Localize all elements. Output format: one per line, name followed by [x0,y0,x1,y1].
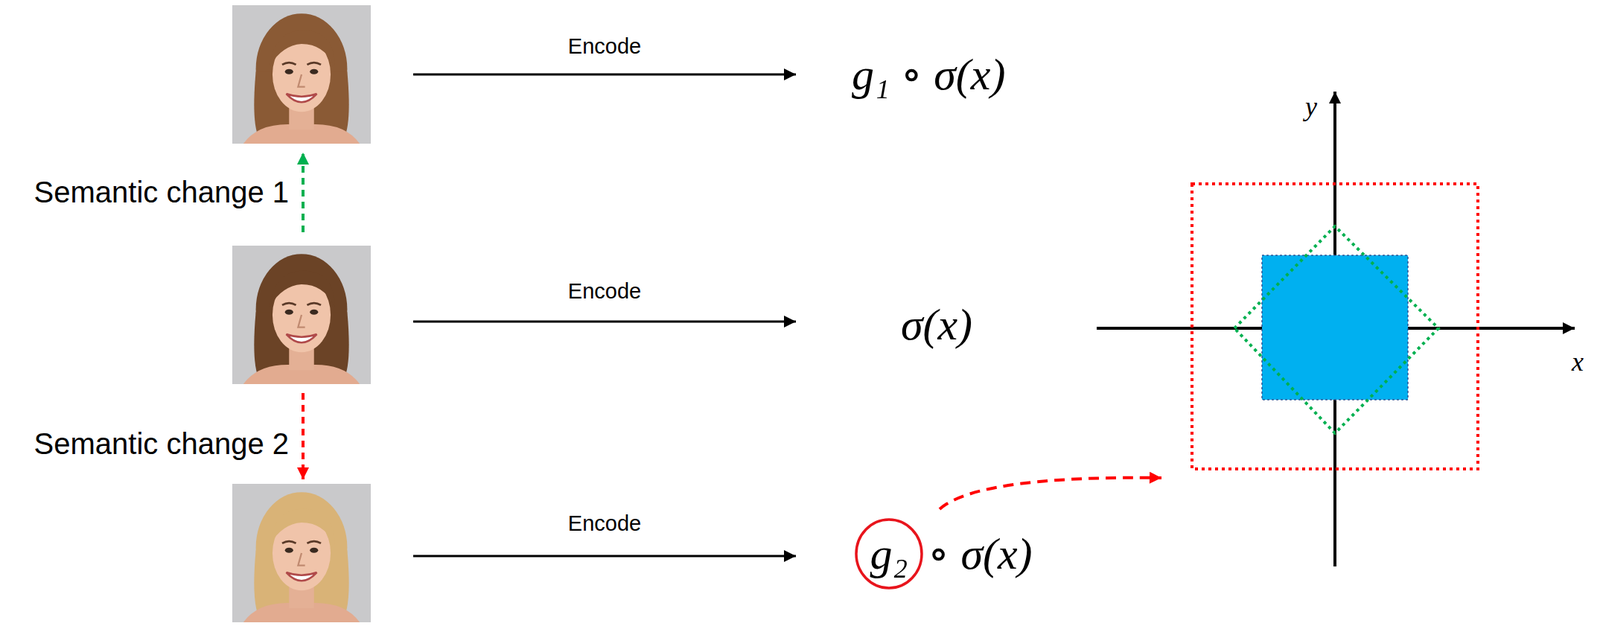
pointer-arrow [939,477,1162,510]
red-square-region [1191,183,1478,470]
circled-term: g₂ [854,518,924,590]
change-label: Semantic change 2 [34,425,289,462]
encode-arrow [413,555,796,558]
axis-label: y [1305,90,1318,123]
change-label: Semantic change 1 [34,174,289,210]
arrow-label: Encode [568,510,642,537]
axis-label: x [1571,346,1584,379]
face-photo [232,245,371,385]
formula: g₁ ∘ σ(x) [851,47,1006,102]
encode-arrow [413,320,796,324]
formula: σ(x) [900,297,973,352]
formula: σ(x) [900,297,973,352]
arrow-label: Encode [568,278,642,305]
face-photo [232,5,371,144]
axis-label: y [1305,90,1318,123]
semantic-change-arrow [301,152,305,233]
arrow-label: Encode [568,33,642,60]
green-diamond-region [1234,226,1439,434]
arrow-label: Encode [568,510,642,537]
arrow-label: Encode [568,278,642,305]
arrow-label: Encode [568,33,642,60]
formula: g₁ ∘ σ(x) [851,47,1006,102]
semantic-change-arrow [301,393,305,480]
change-label: Semantic change 1 [34,174,289,210]
math-term: g₂ [870,529,909,579]
axis-label: x [1571,346,1584,379]
face-photo [232,483,371,623]
ellipse-outline [856,519,922,589]
encode-arrow [413,73,796,76]
formula: ∘ σ(x) [927,527,1033,581]
change-label: Semantic change 2 [34,425,289,462]
formula: ∘ σ(x) [927,527,1033,581]
